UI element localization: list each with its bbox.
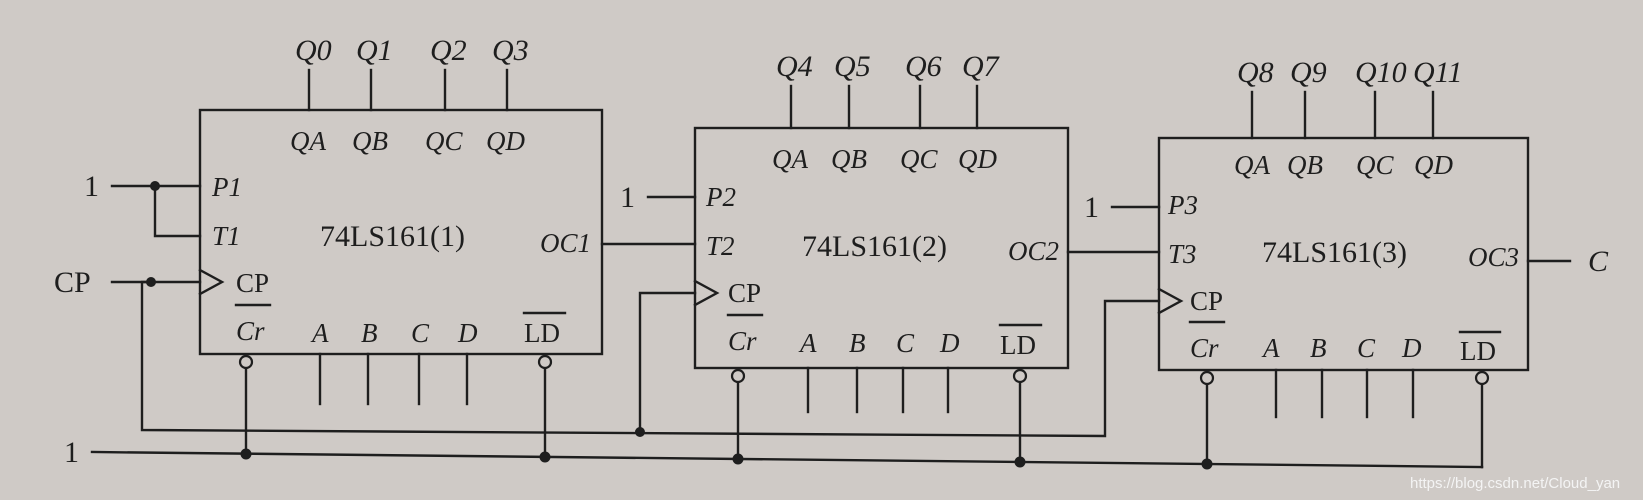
chip-3-ld-bubble [1474,370,1490,386]
chip-1-clock-triangle [198,268,225,296]
chip-1-pin-qc: QC [425,126,463,156]
clock-chip-2-junction [635,427,645,437]
chip-1-pin-cp: CP [236,268,269,298]
chip-3-out-2: Q10 [1355,56,1407,89]
chip-2-pin-cp: CP [728,278,761,308]
chip-2-name: 74LS161(2) [802,230,947,263]
chip-2-out-2: Q6 [905,50,942,83]
reset-rail [90,450,1484,469]
chip-2-pin-cr: Cr [728,326,757,356]
chip-3-name: 74LS161(3) [1262,236,1407,269]
chip-3-out-1: Q9 [1290,56,1327,89]
chip-2-pin-a: A [798,328,817,358]
chip-3-out-0: Q8 [1237,56,1274,89]
chip-3-body [1157,136,1530,372]
chip-2-out-0: Q4 [776,50,813,83]
chip-3-pin-p: P3 [1167,190,1198,220]
chip-2-pin-b: B [849,328,866,358]
chip-2-pin-p: P2 [705,182,736,212]
chip-3-pin-t: T3 [1168,239,1197,269]
chip-3-cr-bubble [1199,370,1215,386]
chip-1-out-0: Q0 [295,34,332,67]
chip-1-pin-a: A [310,318,329,348]
chip-3-pin-d: D [1401,333,1422,363]
chip-3-out-3: Q11 [1413,56,1462,89]
chip-2-cr-bubble [730,368,746,384]
chip-1-pin-b: B [361,318,378,348]
chip-2-pin-d: D [939,328,960,358]
chip-2-pin-qc: QC [900,144,938,174]
rail-junction-ld2 [1014,456,1026,468]
chip-1: Q0 Q1 Q2 Q3 QA QB QC QD P1 T1 74LS161(1)… [198,34,604,457]
chip-1-pin-cr: Cr [236,316,265,346]
chip-2-pin-qb: QB [831,144,867,174]
chip-1-out-2: Q2 [430,34,467,67]
chip-1-pin-qb: QB [352,126,388,156]
carry-output-label: C [1588,245,1609,278]
chip-2-ld-bubble [1012,368,1028,384]
chip-2-pin-t: T2 [706,231,735,261]
clock-branch-chip-2 [638,291,697,434]
wiring [90,181,1572,470]
p1-t1-junction [150,181,160,191]
rail-junction-cr1 [240,448,252,460]
chip-3-pin-a: A [1261,333,1280,363]
chip-1-out-1: Q1 [356,34,393,67]
input-one-label-1: 1 [84,170,99,203]
watermark: https://blog.csdn.net/Cloud_yan [1410,475,1620,492]
rail-junction-cr3 [1201,458,1213,470]
rail-junction-cr2 [732,453,744,465]
chip-3-clock-triangle [1157,287,1184,315]
chip-2-pin-oc: OC2 [1008,236,1059,266]
chip-3-pin-qb: QB [1287,150,1323,180]
chip-1-pin-qa: QA [290,126,326,156]
chip-1-ld-bubble [537,354,553,370]
clock-bus [140,280,1161,438]
chip-3-pin-cp: CP [1190,286,1223,316]
t1-wire [153,184,202,238]
chip-2-out-3: Q7 [962,50,1001,83]
chip-2-out-1: Q5 [834,50,871,83]
chip-2-clock-triangle [693,279,720,307]
chip-1-out-3: Q3 [492,34,529,67]
chip-1-pin-p: P1 [211,172,242,202]
chip-2-body [693,126,1070,370]
chip-3-pin-c: C [1357,333,1376,363]
chip-2-pin-c: C [896,328,915,358]
chip-3-pin-qd: QD [1414,150,1453,180]
chip-1-pin-qd: QD [486,126,525,156]
chip-3-pin-qc: QC [1356,150,1394,180]
chip-3-pin-oc: OC3 [1468,242,1519,272]
chip-2-pin-ld: LD [1000,330,1036,360]
chip-1-pin-t: T1 [212,221,241,251]
clock-input-label: CP [54,266,91,299]
chip-1-pin-ld: LD [524,318,560,348]
chip-1-cr-bubble [238,354,254,370]
chip-3-pin-ld: LD [1460,336,1496,366]
chip-3-pin-qa: QA [1234,150,1270,180]
rail-junction-ld1 [539,451,551,463]
input-one-label-3: 1 [1084,191,1099,224]
reset-rail-label: 1 [64,436,79,469]
chip-1-name: 74LS161(1) [320,220,465,253]
chip-2-pin-qa: QA [772,144,808,174]
chip-2: Q4 Q5 Q6 Q7 QA QB QC QD P2 T2 74LS161(2)… [693,50,1070,462]
chip-3: Q8 Q9 Q10 Q11 QA QB QC QD P3 T3 74LS161(… [1157,56,1530,469]
chip-2-pin-qd: QD [958,144,997,174]
input-one-label-2: 1 [620,181,635,214]
chip-1-pin-c: C [411,318,430,348]
chip-3-pin-b: B [1310,333,1327,363]
chip-3-pin-cr: Cr [1190,333,1219,363]
chip-1-pin-oc: OC1 [540,228,591,258]
chip-1-body [198,108,604,356]
chip-1-pin-d: D [457,318,478,348]
